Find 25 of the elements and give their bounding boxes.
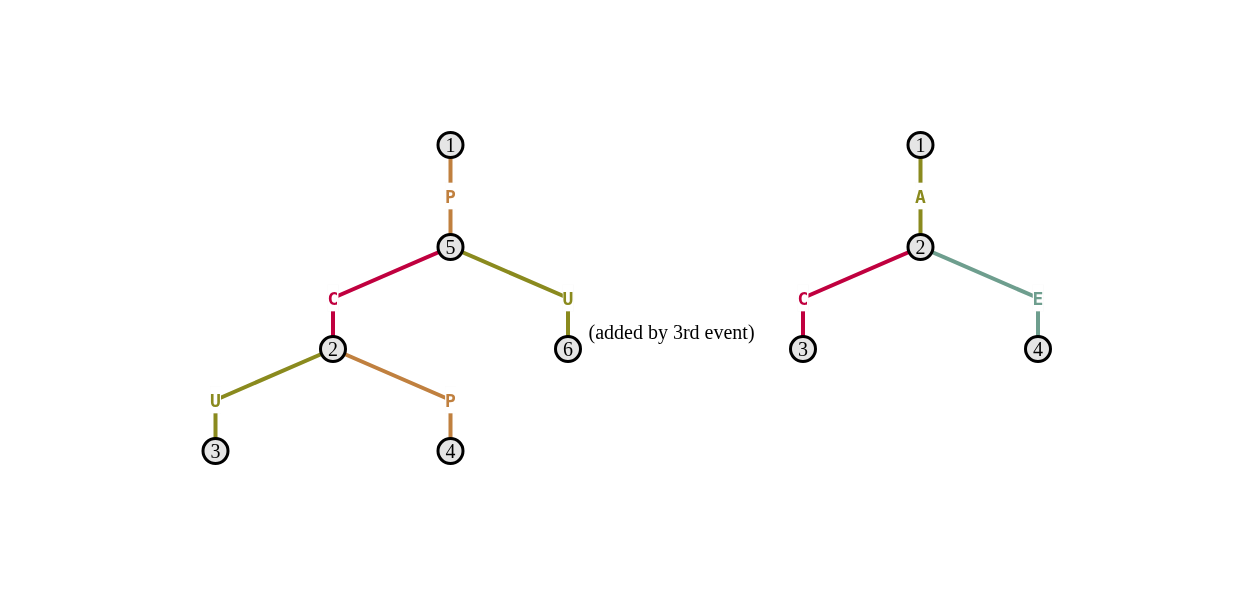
connector [460, 250, 570, 337]
connector [343, 352, 453, 439]
edge-label: P [444, 389, 456, 411]
node-note: (added by 3rd event) [588, 321, 755, 343]
edge-label: A [914, 185, 926, 207]
edge-label: P [444, 185, 456, 207]
node-circle: 4 [436, 437, 465, 465]
node-circle: 1 [906, 131, 935, 159]
node-circle: 2 [318, 335, 347, 363]
node-circle: 4 [1023, 335, 1052, 363]
node-circle: 5 [436, 233, 465, 261]
edge-label: U [209, 389, 221, 411]
node-circle: 2 [906, 233, 935, 261]
connector [930, 250, 1040, 337]
edge-label: C [797, 287, 809, 309]
connector [330, 250, 440, 337]
connector [213, 352, 323, 439]
connector [800, 250, 910, 337]
edge-label: E [1032, 287, 1044, 309]
node-circle: 6 [553, 335, 582, 363]
edge-label: C [327, 287, 339, 309]
node-circle: 3 [788, 335, 817, 363]
node-circle: 1 [436, 131, 465, 159]
node-circle: 3 [201, 437, 230, 465]
edge-label: U [562, 287, 574, 309]
